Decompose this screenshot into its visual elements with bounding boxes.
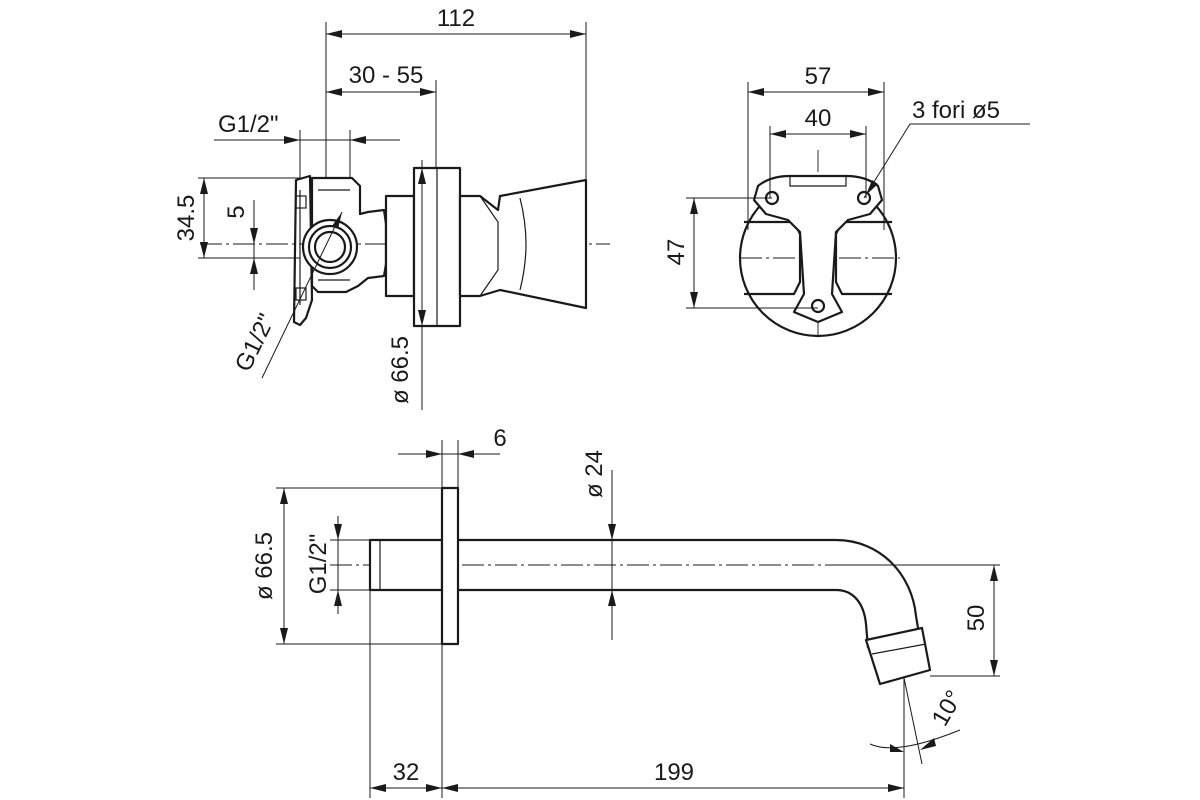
spout-wall-flange xyxy=(440,486,460,646)
mount-hole-bottom xyxy=(810,298,826,314)
valve-flange-sleeve xyxy=(384,194,416,298)
dim-valve-height: 34.5 xyxy=(173,195,200,242)
dim-hole-spacing: 40 xyxy=(805,105,832,132)
mount-hole-right xyxy=(856,190,872,206)
spout-thread-stub xyxy=(368,538,444,592)
valve-handle xyxy=(458,178,588,310)
dim-spout-flange-diameter: ø 66.5 xyxy=(251,532,278,600)
dim-spout-flange-thickness: 6 xyxy=(493,425,506,452)
dim-spout-projection: 199 xyxy=(654,759,694,786)
dim-mounting-holes: 3 fori ø5 xyxy=(912,97,1000,124)
dim-valve-overall-length: 112 xyxy=(437,5,475,32)
dim-inlet-thread-top: G1/2" xyxy=(218,111,279,138)
dim-inlet-thread-side: G1/2" xyxy=(230,310,281,376)
valve-mounting-bracket xyxy=(292,174,314,327)
front-view-bracket xyxy=(752,174,884,324)
dim-spout-pipe-diameter: ø 24 xyxy=(581,450,608,498)
dim-spout-drop: 50 xyxy=(963,605,990,632)
spout-pipe xyxy=(458,538,922,649)
dim-valve-flange-diameter: ø 66.5 xyxy=(387,336,414,404)
dim-plate-height: 47 xyxy=(663,239,690,266)
spout-side-view: 6 ø 24 ø 66.5 G1/2" 50 10° xyxy=(251,425,1000,798)
mounting-plate-front-view: 57 40 3 fori ø5 47 xyxy=(663,63,1030,340)
valve-side-view: 112 30 - 55 G1/2" 34.5 5 G1/2" xyxy=(173,5,610,410)
dim-wall-connection-depth: 32 xyxy=(393,759,420,786)
inlet-port-outer xyxy=(301,218,359,276)
dim-spout-thread: G1/2" xyxy=(305,534,332,595)
spout-aerator xyxy=(864,626,932,686)
dim-plate-width: 57 xyxy=(805,63,832,90)
dim-outlet-angle: 10° xyxy=(927,686,969,731)
dim-wall-depth-range: 30 - 55 xyxy=(349,62,424,89)
dim-center-offset: 5 xyxy=(223,205,250,218)
